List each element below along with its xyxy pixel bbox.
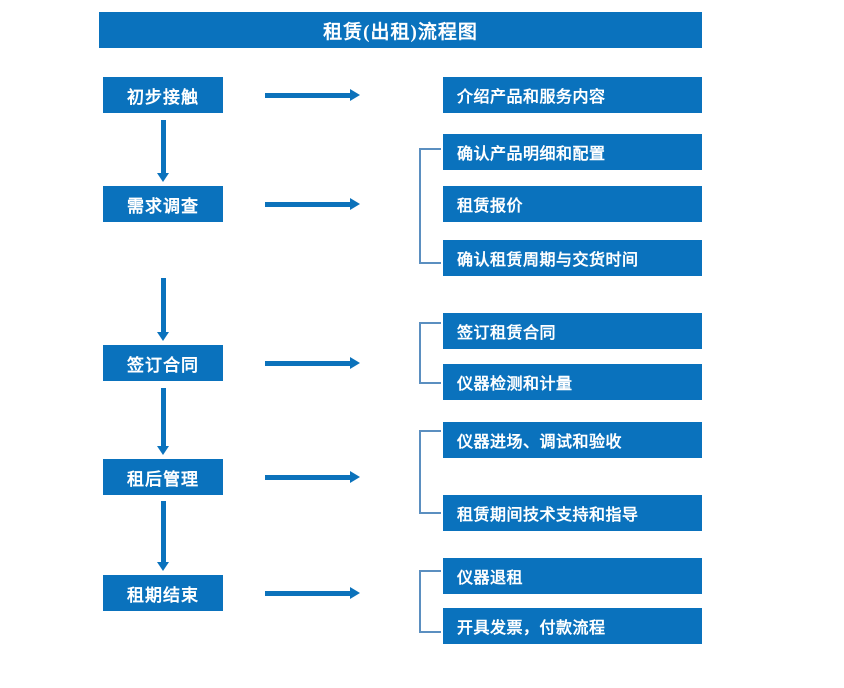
arrow-shaft <box>265 361 351 366</box>
detail-box-g3-2[interactable]: 仪器检测和计量 <box>443 364 702 400</box>
flow-arrow-down-3 <box>157 388 169 455</box>
arrow-shaft <box>161 501 166 562</box>
arrow-shaft <box>265 202 351 207</box>
flow-arrow-down-1 <box>157 120 169 182</box>
arrow-head <box>350 89 360 101</box>
arrow-head <box>157 173 169 182</box>
page-title: 租赁(出租)流程图 <box>99 12 702 48</box>
detail-box-g2-3[interactable]: 确认租赁周期与交货时间 <box>443 240 702 276</box>
arrow-shaft <box>161 278 166 332</box>
detail-box-g5-1[interactable]: 仪器退租 <box>443 558 702 594</box>
arrow-shaft <box>161 120 166 173</box>
detail-box-g1-1[interactable]: 介绍产品和服务内容 <box>443 77 702 113</box>
flow-arrow-right-5 <box>265 587 360 599</box>
detail-box-g2-1[interactable]: 确认产品明细和配置 <box>443 134 702 170</box>
flow-arrow-down-2 <box>157 278 169 341</box>
arrow-shaft <box>265 475 351 480</box>
arrow-head <box>157 562 169 571</box>
stage-box-5[interactable]: 租期结束 <box>103 575 223 611</box>
arrow-head <box>350 198 360 210</box>
flow-arrow-right-4 <box>265 471 360 483</box>
arrow-shaft <box>265 591 351 596</box>
arrow-head <box>350 587 360 599</box>
flow-arrow-right-1 <box>265 89 360 101</box>
flow-arrow-right-3 <box>265 357 360 369</box>
stage-box-2[interactable]: 需求调查 <box>103 186 223 222</box>
arrow-head <box>157 332 169 341</box>
stage-box-3[interactable]: 签订合同 <box>103 345 223 381</box>
group-bracket-2 <box>419 148 441 264</box>
arrow-head <box>350 357 360 369</box>
group-bracket-3 <box>419 322 441 384</box>
flow-arrow-down-4 <box>157 501 169 571</box>
group-bracket-4 <box>419 430 441 514</box>
detail-box-g4-2[interactable]: 租赁期间技术支持和指导 <box>443 495 702 531</box>
arrow-head <box>157 446 169 455</box>
arrow-shaft <box>161 388 166 446</box>
stage-box-4[interactable]: 租后管理 <box>103 459 223 495</box>
arrow-shaft <box>265 93 351 98</box>
arrow-head <box>350 471 360 483</box>
stage-box-1[interactable]: 初步接触 <box>103 77 223 113</box>
detail-box-g2-2[interactable]: 租赁报价 <box>443 186 702 222</box>
flow-arrow-right-2 <box>265 198 360 210</box>
group-bracket-5 <box>419 570 441 633</box>
detail-box-g4-1[interactable]: 仪器进场、调试和验收 <box>443 422 702 458</box>
detail-box-g5-2[interactable]: 开具发票，付款流程 <box>443 608 702 644</box>
detail-box-g3-1[interactable]: 签订租赁合同 <box>443 313 702 349</box>
